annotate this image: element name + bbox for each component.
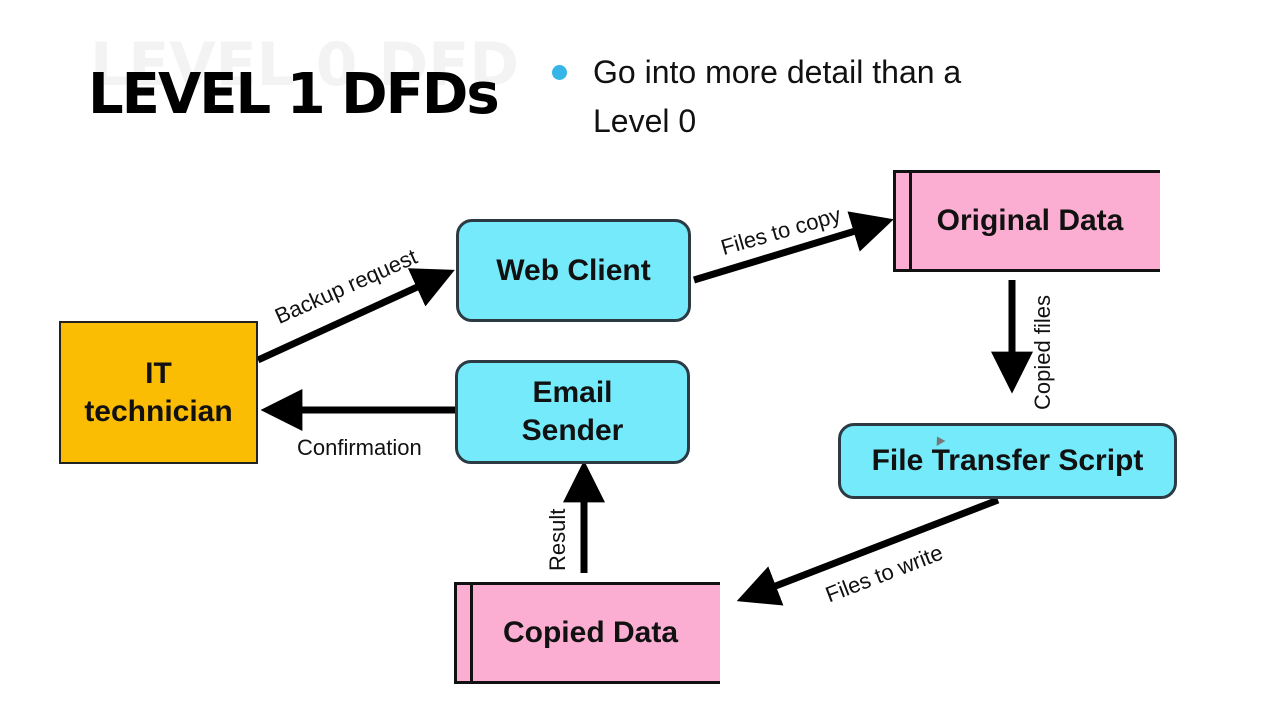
copied-files-label: Copied files bbox=[1030, 295, 1055, 410]
result-label: Result bbox=[545, 508, 570, 571]
original-data-label: Original Data bbox=[936, 204, 1124, 237]
email-sender-process[interactable]: Email Sender bbox=[455, 360, 690, 464]
file-transfer-script-process[interactable]: File Transfer Script bbox=[838, 423, 1177, 499]
bullet-dot-icon bbox=[552, 65, 567, 80]
bullet-point: Go into more detail than a Level 0 bbox=[552, 48, 992, 146]
web-client-label: Web Client bbox=[496, 253, 651, 287]
slide-title: LEVEL 1 DFDs bbox=[88, 62, 500, 127]
background-ghost-text: LEVEL 0 DFD bbox=[90, 30, 519, 100]
store-divider bbox=[909, 173, 912, 269]
copied-data-store[interactable]: Copied Data bbox=[454, 582, 720, 684]
file-transfer-script-label: File Transfer Script bbox=[871, 444, 1144, 477]
it-technician-label: IT technician bbox=[84, 356, 233, 428]
confirmation-label: Confirmation bbox=[297, 435, 422, 460]
email-sender-label: Email Sender bbox=[521, 376, 624, 447]
arrow-files-to-copy bbox=[692, 211, 894, 284]
web-client-process[interactable]: Web Client bbox=[456, 219, 691, 322]
it-technician-entity[interactable]: IT technician bbox=[59, 321, 258, 464]
arrow-backup-request bbox=[256, 268, 455, 364]
store-divider bbox=[470, 585, 473, 681]
copied-data-label: Copied Data bbox=[502, 616, 679, 649]
arrow-files-to-write bbox=[736, 496, 1000, 606]
original-data-store[interactable]: Original Data bbox=[893, 170, 1160, 272]
bullet-text: Go into more detail than a Level 0 bbox=[593, 54, 962, 139]
